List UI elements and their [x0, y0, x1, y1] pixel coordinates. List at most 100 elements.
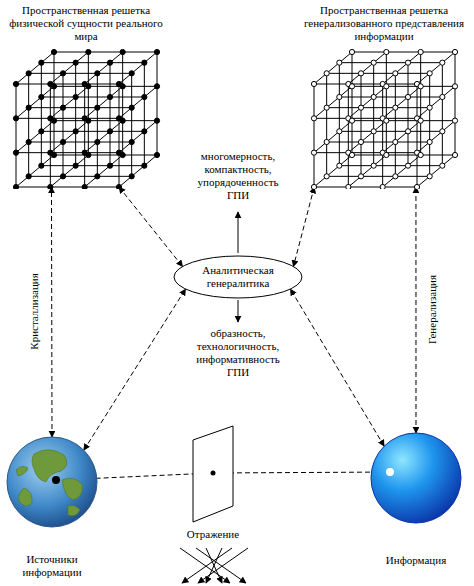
lattice-line — [16, 84, 17, 187]
lattice-line — [122, 52, 123, 155]
lattice-node — [51, 49, 56, 54]
lattice-line — [63, 73, 64, 176]
lattice-line — [339, 131, 442, 132]
lattice-line — [29, 73, 132, 74]
dashed-connector — [415, 187, 416, 433]
lattice-node — [51, 84, 56, 89]
arrow-line — [238, 212, 239, 253]
lattice-lines — [314, 52, 455, 187]
lattice-node — [414, 184, 419, 189]
ray-line — [206, 548, 222, 583]
lattice-node — [405, 163, 410, 168]
lattice-node — [311, 184, 316, 189]
lattice-node — [26, 174, 31, 179]
dashed-connector — [84, 289, 186, 450]
lattice-node — [120, 49, 125, 54]
lattice-node — [73, 163, 78, 168]
lattice-line — [29, 107, 132, 108]
node-label: Пространственная решетка физической сущн… — [6, 2, 166, 49]
lattice-node — [13, 184, 18, 189]
lattice-node — [349, 84, 354, 89]
lattice-node — [51, 152, 56, 157]
lattice-line — [16, 86, 54, 118]
lattice-line — [442, 63, 443, 166]
lattice-dots — [311, 49, 457, 189]
dashed-connector — [290, 289, 384, 446]
lattice-node — [418, 84, 423, 89]
ellipse-node: Аналитическая генералитика — [173, 255, 303, 299]
lattice-line — [327, 73, 430, 74]
lattice-node — [107, 163, 112, 168]
lattice-line — [352, 52, 353, 155]
lattice-node — [337, 60, 342, 65]
lattice-node — [95, 139, 100, 144]
information-sphere — [370, 432, 462, 524]
ray-line — [206, 548, 222, 583]
lattice-line — [314, 84, 315, 187]
node-label: Пространственная решетка генерализованно… — [296, 2, 472, 49]
lattice-node — [120, 84, 125, 89]
lattice-dots — [13, 49, 159, 189]
lattice-node — [405, 94, 410, 99]
lattice-node — [86, 118, 91, 123]
lattice-line — [119, 52, 157, 84]
lattice-line — [383, 155, 421, 187]
lattice-node — [405, 60, 410, 65]
lattice-node — [384, 118, 389, 123]
lattice-node — [48, 184, 53, 189]
lattice-line — [352, 51, 455, 52]
lattice-line — [16, 52, 54, 84]
lattice-line — [50, 155, 88, 187]
lattice-line — [29, 141, 132, 142]
lattice-node — [371, 60, 376, 65]
lattice-line — [54, 154, 157, 155]
lattice-node — [129, 174, 134, 179]
lattice-node — [154, 152, 159, 157]
lattice-node — [452, 152, 457, 157]
lattice-line — [339, 96, 442, 97]
property-note: многомерность, компактность, упорядоченн… — [189, 150, 287, 202]
lattice-line — [339, 63, 340, 166]
lattice-line — [88, 52, 89, 155]
lattice-line — [395, 73, 396, 176]
lattice-node — [324, 71, 329, 76]
lattice-node — [452, 118, 457, 123]
lattice-line — [417, 121, 455, 153]
lattice-node — [13, 81, 18, 86]
lattice-node — [371, 94, 376, 99]
lattice-node — [311, 116, 316, 121]
lattice-line — [41, 96, 144, 97]
ellipse-outline — [174, 256, 302, 298]
lattice-line — [383, 121, 421, 153]
lattice-node — [26, 139, 31, 144]
lattice-node — [440, 60, 445, 65]
lattice-node — [346, 184, 351, 189]
lattice-line — [314, 155, 352, 187]
dashed-connector — [119, 187, 183, 267]
lattice-node — [82, 184, 87, 189]
node-label: Информация — [366, 554, 466, 567]
lattice-line — [50, 86, 88, 118]
ray-line — [182, 548, 232, 583]
lattice-node — [13, 116, 18, 121]
lattice-line — [455, 52, 456, 155]
lattice-line — [54, 52, 55, 155]
lattice-line — [386, 52, 387, 155]
lattice-line — [352, 86, 455, 87]
lattice-node — [371, 163, 376, 168]
lattice-line — [339, 165, 442, 166]
lattice-line — [327, 107, 430, 108]
globe-land — [68, 506, 80, 516]
lattice-line — [50, 84, 51, 187]
lattice-line — [314, 83, 417, 84]
lattice-line — [417, 155, 455, 187]
lattice-node — [427, 105, 432, 110]
lattice-node — [129, 139, 134, 144]
edge-label: Генерализация — [427, 273, 440, 346]
lattice-line — [327, 141, 430, 142]
lattice-line — [314, 121, 352, 153]
lattice-node — [418, 118, 423, 123]
lattice-node — [452, 49, 457, 54]
lattice-node — [358, 105, 363, 110]
